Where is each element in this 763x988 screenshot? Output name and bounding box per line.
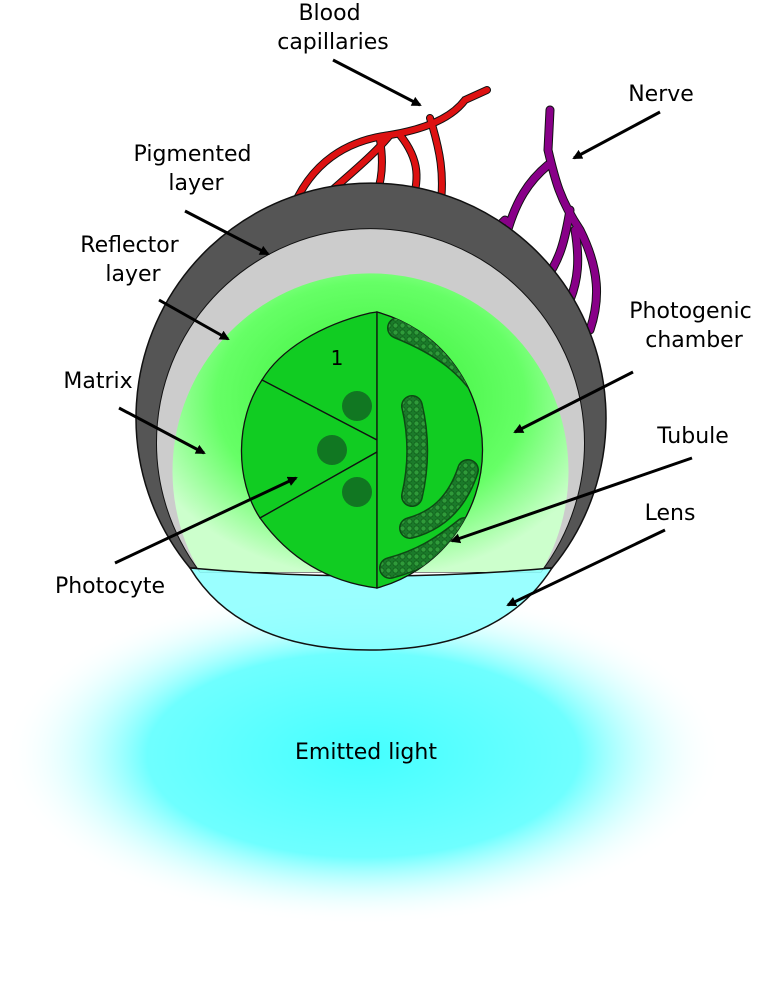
arrow-reflector	[158, 298, 230, 341]
nuclei	[317, 391, 372, 507]
label-photocyte: Photocyte	[55, 574, 165, 599]
label-photogenic-chamber: Photogenic chamber	[629, 299, 758, 353]
arrow-tubule	[450, 456, 693, 544]
label-blood-capillaries: Blood capillaries	[277, 1, 389, 55]
arrow-photogenic	[513, 370, 634, 434]
arrow-photocyte	[114, 476, 298, 565]
label-lens: Lens	[645, 501, 696, 526]
cell-number-label: 1	[331, 346, 344, 370]
arrow-lens	[506, 528, 666, 607]
nucleus	[317, 435, 347, 465]
arrow-blood	[332, 58, 422, 107]
label-nerve: Nerve	[628, 82, 694, 107]
nucleus	[342, 477, 372, 507]
nucleus	[342, 391, 372, 421]
leader-arrows	[114, 58, 693, 607]
label-matrix: Matrix	[63, 369, 132, 394]
label-pigmented-layer: Pigmented layer	[134, 142, 259, 196]
arrow-pigmented	[184, 209, 270, 256]
label-tubule: Tubule	[656, 424, 729, 449]
emitted-light-glow	[3, 585, 723, 925]
label-reflector-layer: Reflector layer	[80, 233, 185, 287]
arrow-nerve	[572, 110, 661, 160]
label-emitted-light: Emitted light	[295, 740, 437, 765]
arrow-matrix	[118, 406, 206, 455]
